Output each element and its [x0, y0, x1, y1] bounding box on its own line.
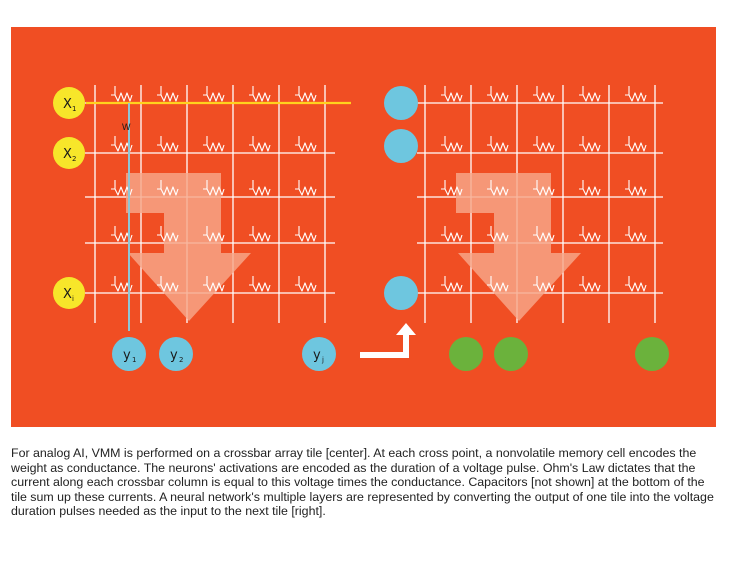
memory-cell — [295, 180, 317, 196]
input-node-3-label: X — [63, 287, 72, 302]
next-tile-input-node-2-circle — [384, 129, 418, 163]
next-tile-output-node-2-circle — [494, 337, 528, 371]
memory-cell — [203, 276, 225, 292]
memory-cell — [249, 136, 271, 152]
left-crossbar-tile — [85, 85, 351, 331]
input-node-3-subscript: i — [72, 295, 74, 303]
input-node-1-circle — [53, 87, 85, 119]
memory-cell — [441, 226, 463, 242]
output-to-input-arrow — [360, 323, 416, 358]
input-node-3-circle — [53, 277, 85, 309]
memory-cell — [441, 180, 463, 196]
memory-cell — [111, 86, 133, 102]
weight-label: W — [122, 122, 131, 132]
memory-cell — [203, 136, 225, 152]
output-node-2-label: y — [170, 348, 178, 363]
next-tile-input-node-2 — [384, 129, 418, 163]
memory-cell — [487, 180, 509, 196]
memory-cell — [625, 136, 647, 152]
memory-cell — [157, 226, 179, 242]
input-node-1-subscript: 1 — [72, 105, 76, 113]
right-crossbar-tile — [417, 85, 663, 323]
memory-cell — [579, 180, 601, 196]
output-node-3-subscript: j — [321, 356, 324, 364]
diagram-background — [11, 27, 716, 427]
memory-cell — [249, 226, 271, 242]
memory-cell — [579, 226, 601, 242]
input-node-2-subscript: 2 — [72, 155, 76, 163]
memory-cell — [579, 136, 601, 152]
memory-cell — [203, 86, 225, 102]
memory-cell — [533, 86, 555, 102]
next-tile-output-node-3-circle — [635, 337, 669, 371]
memory-cell — [487, 276, 509, 292]
output-node-3-label: y — [313, 348, 321, 363]
output-node-1-label: y — [123, 348, 131, 363]
memory-cell — [157, 86, 179, 102]
memory-cell — [579, 86, 601, 102]
memory-cell — [533, 180, 555, 196]
memory-cell — [533, 276, 555, 292]
memory-cell — [487, 136, 509, 152]
memory-cell — [487, 226, 509, 242]
memory-cell — [533, 136, 555, 152]
memory-cell — [157, 276, 179, 292]
memory-cell — [625, 226, 647, 242]
memory-cell — [625, 180, 647, 196]
memory-cell — [157, 180, 179, 196]
memory-cell — [625, 86, 647, 102]
memory-cell — [249, 180, 271, 196]
figure-caption: For analog AI, VMM is performed on a cro… — [11, 446, 714, 519]
input-node-2-circle — [53, 137, 85, 169]
next-tile-output-node-1-circle — [449, 337, 483, 371]
memory-cell — [295, 226, 317, 242]
memory-cell — [203, 226, 225, 242]
memory-cell — [441, 86, 463, 102]
output-node-1-subscript: 1 — [132, 356, 136, 364]
next-tile-input-node-3 — [384, 276, 418, 310]
input-node-1-label: X — [63, 97, 72, 112]
next-tile-input-node-1 — [384, 86, 418, 120]
memory-cell — [295, 276, 317, 292]
memory-cell — [625, 276, 647, 292]
output-node-2-circle — [159, 337, 193, 371]
memory-cell — [441, 136, 463, 152]
memory-cell — [487, 86, 509, 102]
input-node-2-label: X — [63, 147, 72, 162]
next-tile-output-node-3 — [635, 337, 669, 371]
memory-cell — [441, 276, 463, 292]
memory-cell — [249, 86, 271, 102]
tile-connector-arrow — [360, 323, 416, 358]
memory-cell — [249, 276, 271, 292]
output-node-3-circle — [302, 337, 336, 371]
memory-cell — [295, 136, 317, 152]
memory-cell — [295, 86, 317, 102]
output-node-2-subscript: 2 — [179, 356, 183, 364]
memory-cell — [203, 180, 225, 196]
memory-cell — [157, 136, 179, 152]
memory-cell — [579, 276, 601, 292]
memory-cell — [533, 226, 555, 242]
next-tile-output-node-2 — [494, 337, 528, 371]
next-tile-input-node-3-circle — [384, 276, 418, 310]
next-tile-output-node-1 — [449, 337, 483, 371]
output-node-1-circle — [112, 337, 146, 371]
next-tile-input-node-1-circle — [384, 86, 418, 120]
